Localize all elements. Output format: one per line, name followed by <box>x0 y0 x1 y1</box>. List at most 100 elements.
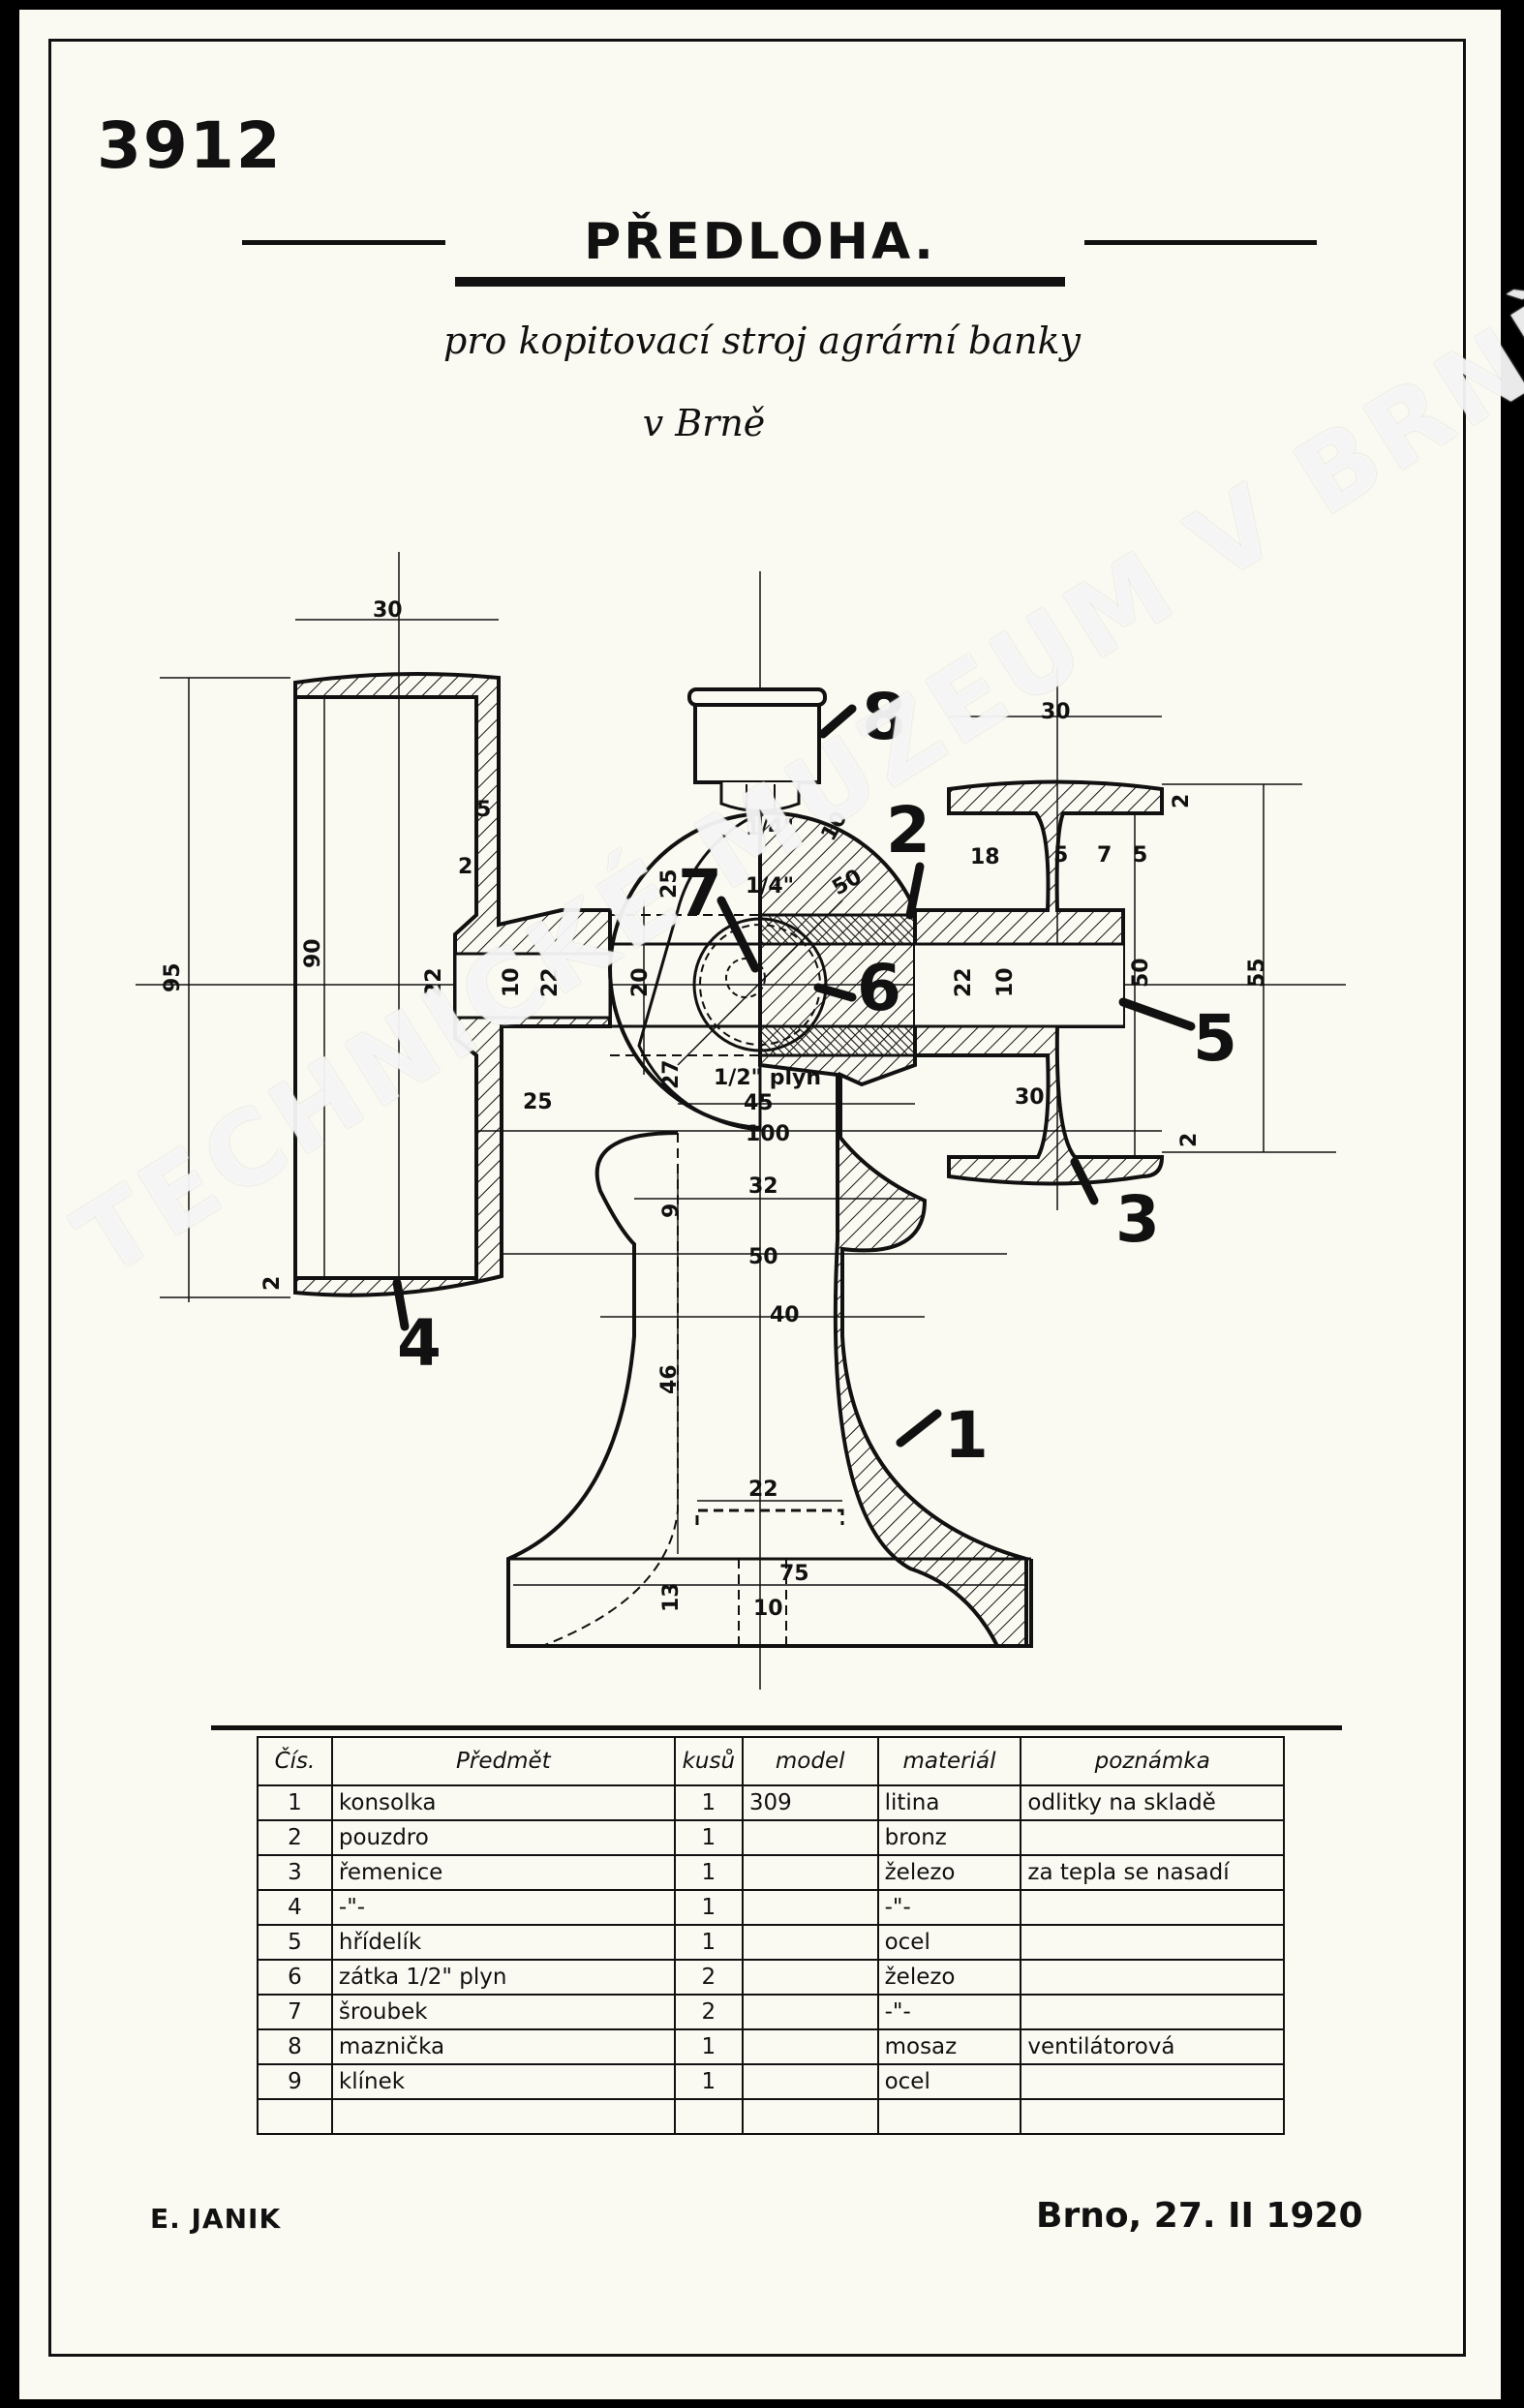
cell-quantity <box>673 2098 744 2135</box>
cell-item: hřídelík <box>330 1924 676 1961</box>
cell-number: 7 <box>257 1994 333 2030</box>
dim-column-inner: 40 <box>770 1303 800 1327</box>
cell-number: 5 <box>257 1924 333 1961</box>
dim-base-hole: 10 <box>753 1597 783 1621</box>
dim-neck-h: 9 <box>659 1204 684 1218</box>
cell-material <box>876 2098 1022 2135</box>
cell-material: -"- <box>876 1889 1022 1926</box>
cell-quantity: 1 <box>673 1924 744 1961</box>
dim-left-bore: 10 <box>500 967 524 997</box>
dim-right-rim-bottom: 2 <box>1177 1133 1202 1147</box>
cell-material: mosaz <box>876 2028 1022 2065</box>
header-item: Předmět <box>330 1736 676 1786</box>
cell-item: konsolka <box>330 1784 676 1821</box>
dim-base-width: 75 <box>779 1562 809 1586</box>
cell-note <box>1020 2063 1285 2100</box>
dim-left-web-offset: 2 <box>458 855 472 879</box>
cell-item: maznička <box>330 2028 676 2065</box>
drawing-location: v Brně <box>642 402 766 444</box>
callout-2: 2 <box>886 793 930 868</box>
parts-table-row: 4-"-1-"- <box>257 1889 1285 1926</box>
cell-item: -"- <box>330 1889 676 1926</box>
cell-number: 1 <box>257 1784 333 1821</box>
cell-model <box>741 1889 879 1926</box>
cell-note <box>1020 1994 1285 2030</box>
cell-quantity: 1 <box>673 1784 744 1821</box>
dim-base-height: 13 <box>659 1582 684 1612</box>
part-2-bushing <box>758 913 917 1057</box>
part-8-lubricator <box>687 687 827 812</box>
cell-quantity: 1 <box>673 1819 744 1856</box>
dimension-lines <box>160 619 1336 1586</box>
cell-number <box>257 2098 333 2135</box>
dim-right-outer-dia: 55 <box>1245 958 1269 988</box>
dim-right-hub: 22 <box>952 967 976 997</box>
dim-plug-thread: 1/2" plyn <box>714 1066 821 1090</box>
cell-model: 309 <box>741 1784 879 1821</box>
cell-model <box>741 2063 879 2100</box>
dim-column-dia: 50 <box>748 1245 778 1269</box>
cell-number: 4 <box>257 1889 333 1926</box>
cell-material: ocel <box>876 1924 1022 1961</box>
dim-left-rim: 2 <box>260 1276 285 1291</box>
title-rule-right <box>1084 240 1317 245</box>
callout-3: 3 <box>1115 1182 1160 1257</box>
cell-number: 8 <box>257 2028 333 2065</box>
dim-sphere-dia: 100 <box>746 1122 790 1146</box>
parts-table-row <box>257 2098 1285 2135</box>
drawing-title: PŘEDLOHA. <box>584 213 936 271</box>
place-date: Brno, 27. II 1920 <box>1036 2196 1363 2236</box>
cell-number: 2 <box>257 1819 333 1856</box>
author-signature: E. JANIK <box>150 2203 282 2235</box>
part-3-right-pulley <box>913 779 1165 1186</box>
dim-neck: 32 <box>748 1174 778 1199</box>
cell-item: šroubek <box>330 1994 676 2030</box>
cell-model <box>741 1924 879 1961</box>
callout-7: 7 <box>678 856 722 930</box>
parts-list-table: Čís. Předmět kusů model materiál poznámk… <box>257 1736 1285 2135</box>
dim-base-recess: 22 <box>748 1478 778 1502</box>
cell-number: 9 <box>257 2063 333 2100</box>
dim-right-web-a: 18 <box>970 845 1000 869</box>
header-model: model <box>741 1736 879 1786</box>
dim-right-hub-len: 30 <box>1015 1085 1045 1110</box>
callout-leaders <box>392 704 1196 1448</box>
cell-quantity: 1 <box>673 1854 744 1891</box>
dim-right-web-b: 5 <box>1053 843 1068 868</box>
cell-item: zátka 1/2" plyn <box>330 1959 676 1996</box>
dim-left-hub-2: 22 <box>538 967 563 997</box>
dim-right-inner-dia: 50 <box>1129 958 1153 988</box>
callout-5: 5 <box>1193 1001 1237 1076</box>
cell-material: železo <box>876 1854 1022 1891</box>
cell-item: klínek <box>330 2063 676 2100</box>
cell-note <box>1020 2098 1285 2135</box>
cell-material: -"- <box>876 1994 1022 2030</box>
cell-model <box>741 1819 879 1856</box>
dim-column-height: 46 <box>657 1364 682 1394</box>
cell-item <box>330 2098 676 2135</box>
dim-left-outer-dia: 95 <box>161 962 185 992</box>
cell-note: ventilátorová <box>1020 2028 1285 2065</box>
dimension-labels: 30 30 95 90 5 2 22 10 22 2 20 25 1/4" 1/… <box>161 598 1269 1621</box>
dim-overhang: 25 <box>523 1090 553 1114</box>
callout-numbers: 1 2 3 4 5 6 7 8 <box>397 680 1237 1473</box>
cell-quantity: 2 <box>673 1959 744 1996</box>
dim-right-rim-top: 2 <box>1170 794 1194 808</box>
header-quantity: kusů <box>673 1736 744 1786</box>
cell-note: za tepla se nasadí <box>1020 1854 1285 1891</box>
cell-material: litina <box>876 1784 1022 1821</box>
drawing-number: 3912 <box>97 108 283 183</box>
callout-1: 1 <box>944 1398 989 1473</box>
dim-plug-len: 45 <box>744 1091 774 1115</box>
header-note: poznámka <box>1020 1736 1285 1786</box>
callout-6: 6 <box>857 951 901 1025</box>
dim-right-web-c: 7 <box>1097 843 1112 868</box>
cell-model <box>741 2098 879 2135</box>
cell-quantity: 2 <box>673 1994 744 2030</box>
